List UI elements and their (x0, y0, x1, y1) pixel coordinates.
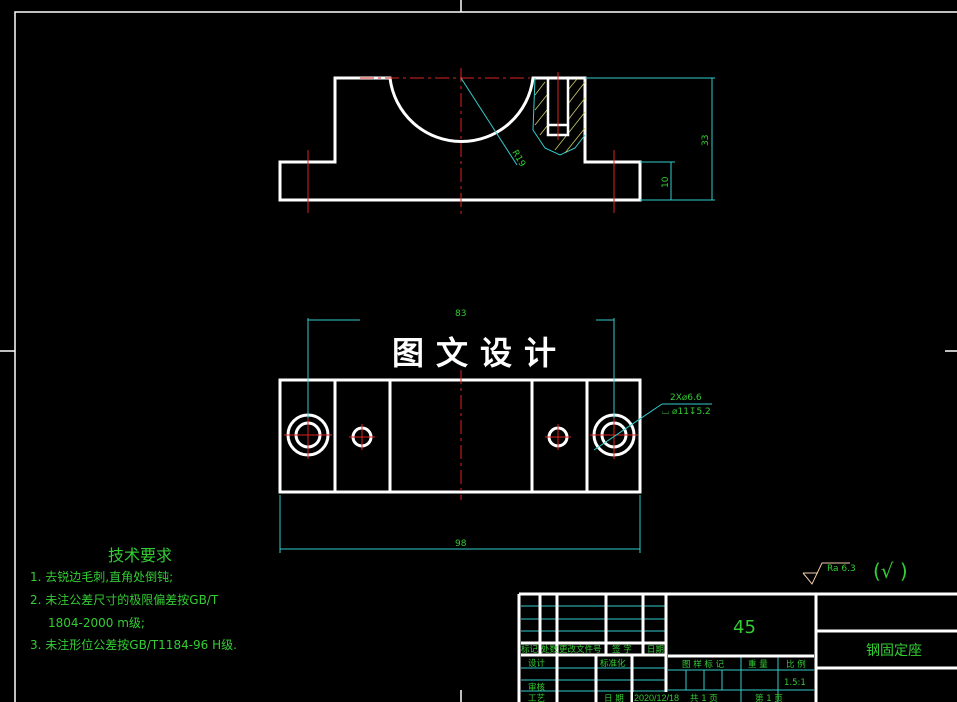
standardize-label: 标准化 (600, 658, 626, 669)
tech-title: 技术要求 (108, 546, 172, 565)
header-mark: 标记 (521, 644, 539, 655)
total-sheets: 共 1 页 (690, 694, 718, 702)
general-roughness: (√ ) (873, 559, 908, 583)
design-label: 设计 (528, 658, 546, 669)
title-block: 45 钢固定座 标记 处数 更改文件号 签 字 日期 设计 审核 工艺 标准化 … (517, 592, 957, 702)
tech-item: 1. 去锐边毛刺,直角处倒钝; (30, 570, 173, 584)
header-count: 处数 (541, 644, 559, 655)
header-change-doc: 更改文件号 (559, 644, 602, 655)
tech-item: 2. 未注公差尺寸的极限偏差按GB/T (30, 592, 219, 607)
tech-item: 1804-2000 m级; (48, 616, 145, 630)
watermark: 图文设计 (392, 334, 568, 372)
top-view: R19 33 10 (278, 68, 715, 215)
part-name: 钢固定座 (866, 643, 922, 659)
date-backdrop (633, 692, 685, 702)
date-value: 2020/12/18 (634, 693, 679, 702)
surface-roughness: Ra 6.3 (√ ) (802, 559, 908, 585)
height-dim: 33 (701, 135, 711, 146)
header-signature: 签 字 (612, 644, 632, 655)
hole-note-1: 2X⌀6.6 (670, 393, 702, 403)
scale-value: 1.5:1 (784, 678, 806, 688)
weight-label: 重 量 (748, 659, 768, 670)
front-view: 83 98 2X⌀6.6 ⌴ ⌀11↧5.2 图文设计 (278, 309, 712, 553)
sheet-number: 第 1 页 (755, 693, 783, 702)
hole-spacing-dim: 83 (455, 309, 466, 319)
material: 45 (733, 617, 756, 638)
process-label: 工艺 (528, 694, 545, 702)
scale-label: 比 例 (786, 659, 806, 670)
technical-requirements: 技术要求 1. 去锐边毛刺,直角处倒钝; 2. 未注公差尺寸的极限偏差按GB/T… (30, 546, 237, 652)
radius-dim: R19 (509, 149, 527, 170)
hole-note-2: ⌴ ⌀11↧5.2 (662, 407, 711, 417)
header-date: 日期 (647, 645, 664, 655)
tech-item: 3. 未注形位公差按GB/T1184-96 H级. (30, 637, 237, 652)
overall-length-dim: 98 (455, 539, 467, 549)
pattern-mark-label: 图 样 标 记 (682, 659, 725, 670)
date-label: 日 期 (604, 694, 624, 702)
base-height-dim: 10 (661, 176, 671, 188)
section-hatch (534, 78, 586, 154)
roughness-value: Ra 6.3 (827, 564, 856, 574)
review-label: 审核 (528, 682, 546, 693)
